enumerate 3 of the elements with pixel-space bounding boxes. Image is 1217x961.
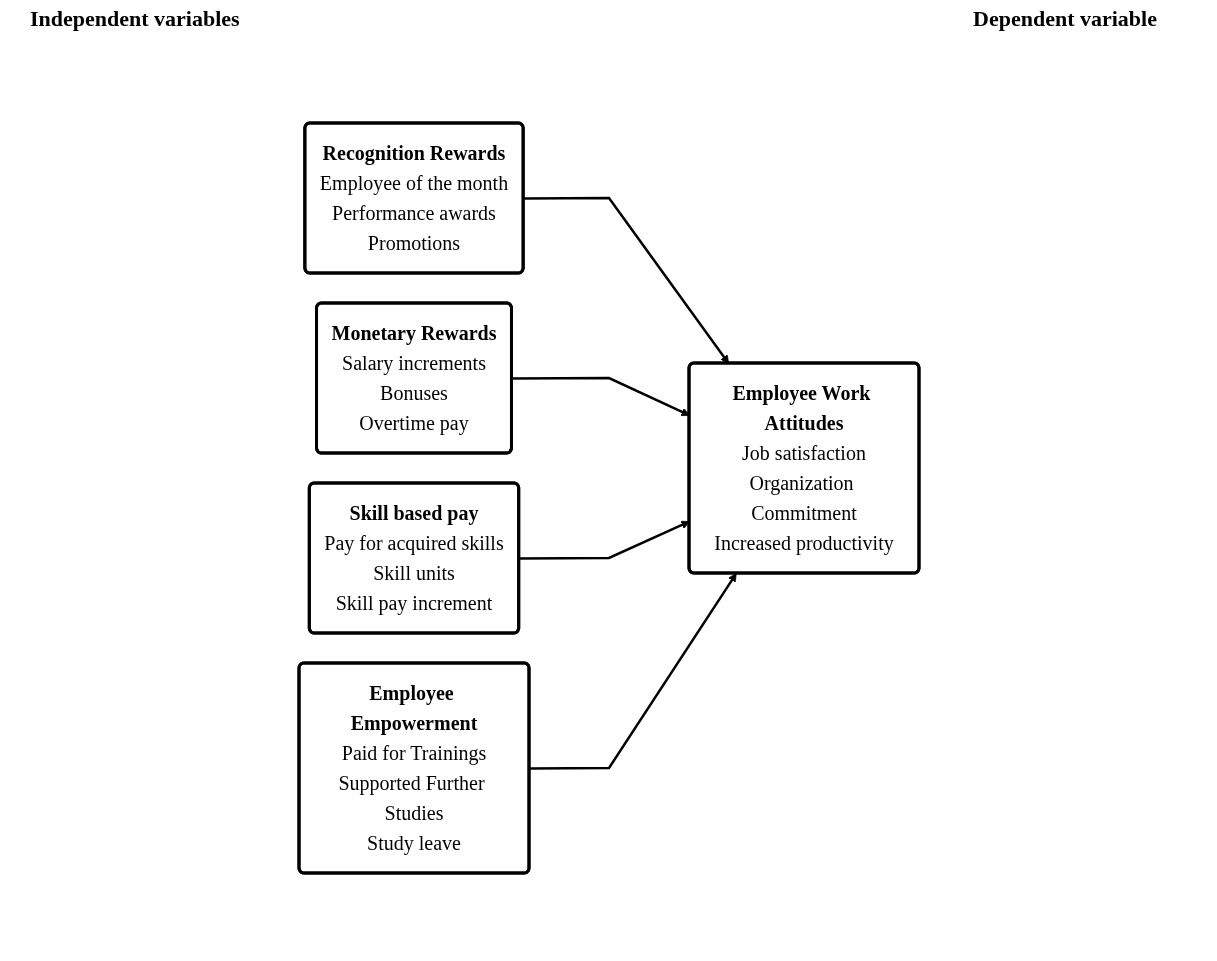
arrow [529, 572, 737, 770]
column-heading: Independent variables [30, 6, 240, 33]
column-heading: Dependent variable [973, 6, 1157, 33]
